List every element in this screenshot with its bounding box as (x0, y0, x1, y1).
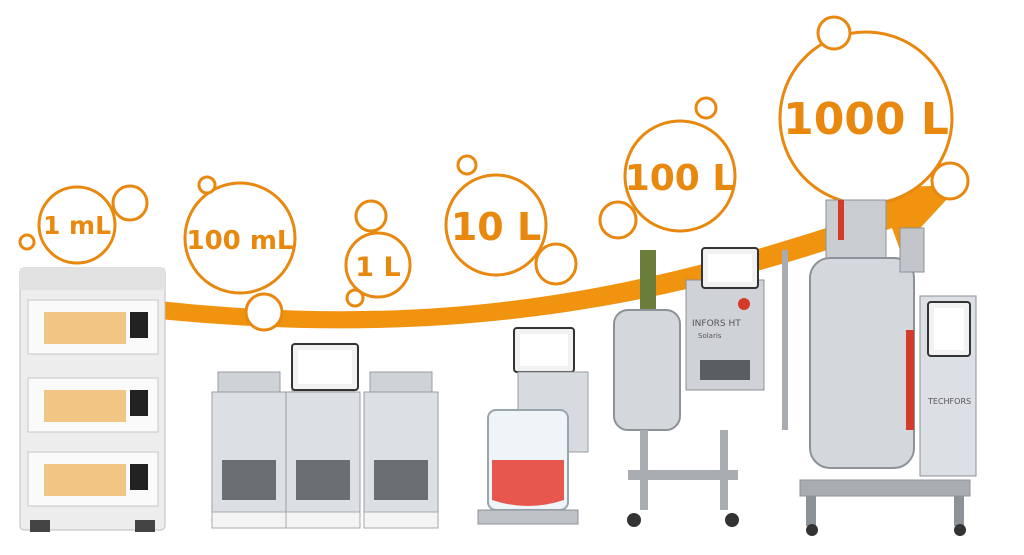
pilot-bioreactor: INFORS HT Solaris (613, 247, 765, 527)
bubble-1ml-small (111, 184, 149, 222)
scale-label-1l: 1 L (355, 252, 400, 283)
bubble-100ml-small (244, 292, 284, 332)
bubble-10l-small (534, 242, 578, 286)
bubble-1l (344, 231, 412, 299)
benchtop-bioreactor (477, 327, 589, 525)
scale-label-100ml: 100 mL (187, 226, 294, 256)
scale-label-10l: 10 L (451, 205, 541, 249)
bubble-100ml-tiny (197, 175, 217, 195)
bubble-1000l-small (816, 15, 852, 51)
bubble-1l-tiny (345, 288, 365, 308)
brand-100l: INFORS HT (692, 319, 741, 329)
bubble-100l (623, 119, 737, 233)
bubble-10l-tiny (456, 154, 478, 176)
brand-100l-sub: Solaris (698, 332, 722, 340)
incubator-shaker (19, 267, 166, 532)
bubble-100ml (183, 181, 297, 295)
bubble-1l-small (354, 199, 388, 233)
parallel-bioreactors (211, 343, 439, 529)
bubble-1000l-right (930, 161, 970, 201)
scale-bubbles (18, 15, 970, 332)
scale-label-1000l: 1000 L (783, 94, 949, 145)
scale-label-100l: 100 L (625, 158, 736, 199)
bubble-10l (444, 173, 548, 277)
scale-label-1ml: 1 mL (43, 211, 111, 240)
production-bioreactor: TECHFORS (782, 199, 977, 536)
bubble-1ml (37, 185, 117, 265)
brand-1000l: TECHFORS (927, 397, 971, 406)
bubble-1ml-tiny (18, 233, 36, 251)
bubble-100l-small (598, 200, 638, 240)
bubble-100l-tiny (694, 96, 718, 120)
